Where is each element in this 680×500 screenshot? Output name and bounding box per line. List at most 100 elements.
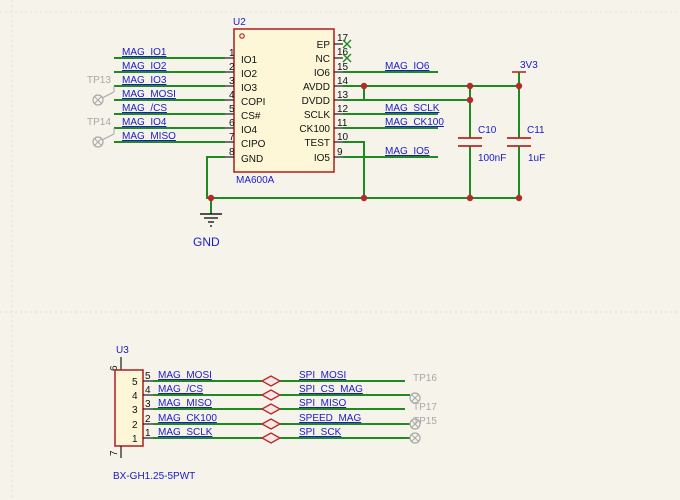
pin-num: 3 bbox=[229, 76, 235, 87]
power-port-3v3[interactable]: 3V3 bbox=[512, 60, 538, 73]
u2-sensor-ic[interactable]: U2 MA600A 1 2 3 4 5 6 7 8 IO1 IO2 IO3 CO… bbox=[225, 17, 352, 186]
net-label[interactable]: MAG_MISO bbox=[122, 131, 176, 142]
pin-num: 9 bbox=[337, 147, 343, 158]
pin-name: CIPO bbox=[241, 139, 266, 150]
pin-num: 10 bbox=[337, 132, 349, 143]
tp-label: TP17 bbox=[413, 402, 437, 413]
port-symbols bbox=[260, 375, 282, 444]
u2-right-net-labels[interactable]: MAG_IO6 MAG_SCLK MAG_CK100 MAG_IO5 bbox=[385, 61, 444, 157]
net-label[interactable]: MAG_IO5 bbox=[385, 146, 430, 157]
pin-name: CK100 bbox=[299, 124, 330, 135]
test-point-tp17[interactable]: TP17 bbox=[409, 402, 437, 430]
pin1-marker bbox=[239, 33, 245, 39]
pin-name: 2 bbox=[132, 420, 138, 431]
port-icon bbox=[260, 375, 282, 387]
pin-name: 5 bbox=[132, 377, 138, 388]
pin-name: EP bbox=[317, 40, 331, 51]
pin-name: IO1 bbox=[241, 55, 258, 66]
net-label[interactable]: MAG_SCLK bbox=[158, 427, 213, 438]
pin-num: 8 bbox=[229, 147, 235, 158]
cap-ref: C11 bbox=[527, 125, 545, 136]
pin-name: AVDD bbox=[303, 82, 330, 93]
port-icon bbox=[260, 432, 282, 444]
pin-name: 3 bbox=[132, 405, 138, 416]
ground-label: GND bbox=[193, 235, 220, 249]
pin-num: 12 bbox=[337, 104, 349, 115]
net-label[interactable]: MAG_MISO bbox=[158, 398, 212, 409]
pin-num: 2 bbox=[145, 414, 151, 425]
u2-right-pins: 17 16 15 14 13 12 11 10 9 EP NC IO6 AVDD… bbox=[299, 33, 348, 164]
u3-connector[interactable]: U3 6 7 BX-GH1.25-5PWT 5 4 3 2 1 5 4 3 2 … bbox=[109, 345, 195, 482]
pin-name: IO6 bbox=[314, 68, 331, 79]
port-label[interactable]: SPI_CS_MAG bbox=[299, 384, 363, 395]
test-point-tp15[interactable]: TP15 bbox=[409, 416, 437, 444]
pin-name: IO5 bbox=[314, 153, 331, 164]
u2-ref: U2 bbox=[233, 17, 246, 28]
net-label[interactable]: MAG_SCLK bbox=[385, 103, 440, 114]
u3-net-labels[interactable]: MAG_MOSI MAG_/CS MAG_MISO MAG_CK100 MAG_… bbox=[158, 370, 363, 438]
ground-icon[interactable]: GND bbox=[193, 213, 222, 249]
pin-num: 13 bbox=[337, 90, 349, 101]
port-icon bbox=[260, 403, 282, 415]
net-label[interactable]: MAG_MOSI bbox=[158, 370, 212, 381]
pin-num: 3 bbox=[145, 399, 151, 410]
net-label[interactable]: MAG_IO6 bbox=[385, 61, 430, 72]
tp-label: TP15 bbox=[413, 416, 437, 427]
net-label[interactable]: MAG_CK100 bbox=[385, 117, 444, 128]
u3-ref: U3 bbox=[116, 345, 129, 356]
pin-num: 5 bbox=[145, 371, 151, 382]
capacitor-c10[interactable]: C10 100nF bbox=[458, 125, 506, 164]
pin-num: 15 bbox=[337, 62, 349, 73]
pin-name: GND bbox=[241, 154, 263, 165]
u3-body bbox=[114, 369, 144, 447]
pin-num: 1 bbox=[229, 48, 235, 59]
port-label[interactable]: SPI_MOSI bbox=[299, 370, 346, 381]
pin-num: 1 bbox=[145, 428, 151, 439]
cap-value: 100nF bbox=[478, 153, 506, 164]
port-label[interactable]: SPI_MISO bbox=[299, 398, 346, 409]
net-label[interactable]: MAG_/CS bbox=[122, 103, 167, 114]
pin-name: 4 bbox=[132, 391, 138, 402]
net-label[interactable]: MAG_IO4 bbox=[122, 117, 167, 128]
net-label[interactable]: MAG_IO3 bbox=[122, 75, 167, 86]
port-label[interactable]: SPI_SCK bbox=[299, 427, 342, 438]
u3-value: BX-GH1.25-5PWT bbox=[113, 471, 195, 482]
pin-num: 17 bbox=[337, 33, 349, 44]
pin-name: IO3 bbox=[241, 83, 258, 94]
test-point-icon bbox=[92, 94, 104, 106]
pin-name: NC bbox=[316, 54, 330, 65]
cap-ref: C10 bbox=[478, 125, 497, 136]
net-label[interactable]: MAG_MOSI bbox=[122, 89, 176, 100]
u3-wires bbox=[153, 380, 410, 439]
capacitor-c11[interactable]: C11 1uF bbox=[507, 125, 545, 164]
net-label[interactable]: MAG_IO1 bbox=[122, 47, 167, 58]
port-icon bbox=[260, 418, 282, 430]
pin-name: TEST bbox=[304, 138, 330, 149]
test-point-icon bbox=[409, 392, 421, 404]
port-icon bbox=[260, 389, 282, 401]
pin-num: 7 bbox=[229, 132, 235, 143]
net-label[interactable]: MAG_/CS bbox=[158, 384, 203, 395]
u2-left-net-labels[interactable]: MAG_IO1 MAG_IO2 MAG_IO3 MAG_MOSI MAG_/CS… bbox=[122, 47, 176, 142]
pin-num: 4 bbox=[229, 90, 235, 101]
test-point-tp14[interactable]: TP14 bbox=[87, 117, 115, 148]
test-point-tp16[interactable]: TP16 bbox=[409, 373, 437, 404]
u2-right-wires bbox=[343, 71, 520, 198]
pin-num: 7 bbox=[109, 450, 120, 456]
pin-num: 6 bbox=[229, 118, 235, 129]
pin-num: 14 bbox=[337, 76, 349, 87]
net-label[interactable]: MAG_CK100 bbox=[158, 413, 217, 424]
test-point-icon bbox=[92, 136, 104, 148]
test-point-tp13[interactable]: TP13 bbox=[87, 75, 115, 106]
pin-name: SCLK bbox=[304, 110, 330, 121]
test-point-icon bbox=[409, 432, 421, 444]
net-label[interactable]: MAG_IO2 bbox=[122, 61, 167, 72]
port-label[interactable]: SPEED_MAG bbox=[299, 413, 361, 424]
test-point-icon bbox=[409, 418, 421, 430]
pin-num: 11 bbox=[337, 118, 348, 129]
junction-dots bbox=[207, 82, 523, 202]
pin-name: IO4 bbox=[241, 125, 258, 136]
pin-name: COPI bbox=[241, 97, 265, 108]
pin-num: 16 bbox=[337, 47, 349, 58]
